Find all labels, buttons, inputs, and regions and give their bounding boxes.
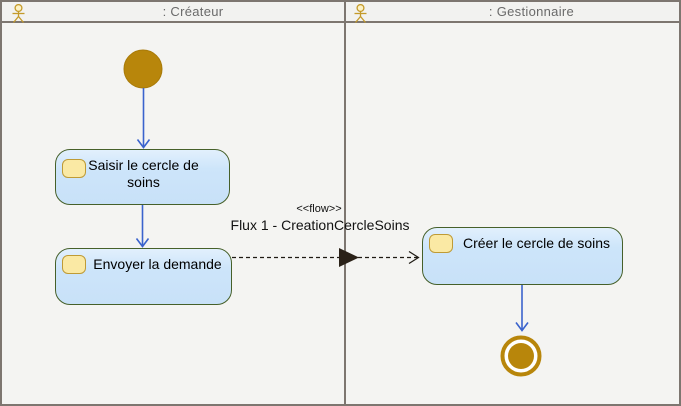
swimlane-divider[interactable] — [344, 2, 346, 404]
activity-envoyer-demande[interactable]: Envoyer la demande — [55, 248, 232, 305]
activity-creer-cercle[interactable]: Créer le cercle de soins — [422, 227, 623, 285]
flow-stereotype-label: <<flow>> — [296, 203, 342, 215]
sub-activity-icon — [62, 255, 86, 274]
initial-node[interactable] — [123, 49, 163, 89]
actor-icon — [12, 4, 25, 23]
lane-header-createur[interactable]: : Créateur — [2, 2, 344, 23]
swimlane-header-row: : Créateur : Gestionnaire — [2, 2, 679, 23]
flow-arrow-a3-to-final[interactable] — [515, 285, 529, 332]
activity-label: Créer le cercle de soins — [462, 235, 611, 251]
flow-arrow-a1-to-a2[interactable] — [135, 205, 150, 248]
flow-arrow-initial-to-a1[interactable] — [136, 88, 151, 149]
activity-saisir-cercle[interactable]: Saisir le cercle de soins — [55, 149, 230, 205]
lane-header-gestionnaire[interactable]: : Gestionnaire — [344, 2, 679, 23]
actor-icon — [354, 4, 367, 23]
lane-title-createur: : Créateur — [162, 4, 224, 19]
flow-boundary-arrowhead — [339, 248, 359, 267]
lane-title-gestionnaire: : Gestionnaire — [488, 4, 575, 19]
final-node[interactable] — [500, 335, 542, 377]
flow-connector-flux1[interactable] — [232, 248, 420, 267]
flow-name-label[interactable]: Flux 1 - CreationCercleSoins — [230, 217, 410, 233]
activity-label: Saisir le cercle de soins — [88, 157, 199, 190]
sub-activity-icon — [62, 159, 86, 178]
activity-label: Envoyer la demande — [93, 256, 222, 272]
sub-activity-icon — [429, 234, 453, 253]
